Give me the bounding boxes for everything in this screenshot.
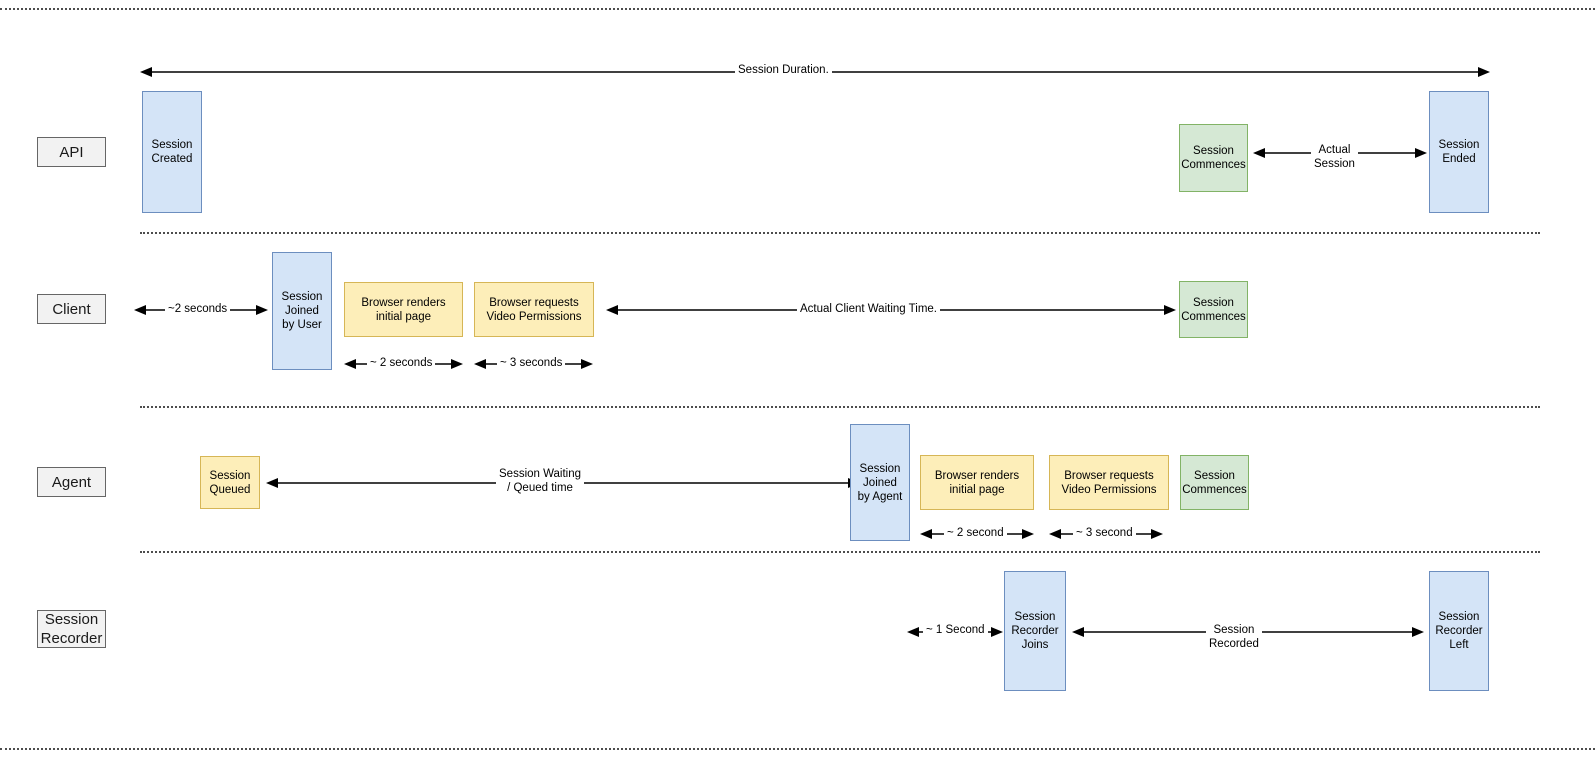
lane-label-client-text: Client — [52, 300, 91, 318]
dotted-separator-api — [140, 232, 1540, 234]
box-api-session-commences-line1: Session — [1193, 145, 1234, 157]
box-api-session-commences-line2: Commences — [1181, 159, 1246, 171]
box-agent-browser-permissions-line2: Video Permissions — [1061, 483, 1157, 496]
box-session-created: Session Created — [142, 91, 202, 213]
box-recorder-left-line1: Session — [1438, 611, 1480, 623]
box-agent-browser-renders-line1: Browser renders — [934, 469, 1020, 482]
box-client-browser-permissions-line2: Video Permissions — [486, 310, 582, 323]
box-recorder-joins-line1: Session — [1014, 611, 1056, 623]
box-client-browser-renders-line1: Browser renders — [361, 296, 446, 309]
session-recorded-label: Session Recorded — [1206, 624, 1262, 651]
agent-queue-label-line2: / Qeued time — [507, 481, 573, 494]
box-client-browser-renders: Browser renders initial page — [344, 282, 463, 337]
box-client-session-commences-line2: Commences — [1181, 310, 1246, 323]
box-agent-session-commences: Session Commences — [1180, 455, 1249, 510]
lane-label-session-recorder-line1: Session — [44, 611, 99, 628]
box-agent-session-joined-line2: Joined — [863, 476, 897, 489]
box-session-created-line2: Created — [151, 153, 193, 165]
actual-session-label-line1: Actual — [1318, 144, 1351, 156]
box-recorder-joins-line2: Recorder — [1011, 625, 1059, 637]
box-agent-session-joined: Session Joined by Agent — [850, 424, 910, 541]
box-client-session-commences: Session Commences — [1179, 281, 1248, 338]
client-renders-duration-label: ~ 2 seconds — [367, 357, 436, 371]
agent-queue-label: Session Waiting / Qeued time — [496, 468, 585, 495]
box-agent-session-commences-line1: Session — [1194, 469, 1235, 482]
actual-session-label: Actual Session — [1311, 144, 1358, 171]
box-api-session-commences: Session Commences — [1179, 124, 1248, 192]
box-recorder-left: Session Recorder Left — [1429, 571, 1489, 691]
lane-label-agent: Agent — [37, 467, 106, 497]
lane-label-session-recorder: Session Recorder — [37, 610, 106, 648]
agent-renders-duration-label: ~ 2 second — [944, 527, 1007, 541]
dotted-separator-client — [140, 406, 1540, 408]
box-agent-browser-renders: Browser renders initial page — [920, 455, 1034, 510]
client-waiting-label: Actual Client Waiting Time. — [797, 303, 940, 317]
client-permissions-duration-label: ~ 3 seconds — [497, 357, 566, 371]
box-client-session-joined-line1: Session — [281, 291, 323, 303]
box-client-browser-permissions: Browser requests Video Permissions — [474, 282, 594, 337]
lane-label-api-text: API — [59, 143, 84, 161]
box-client-session-joined-line3: by User — [282, 319, 322, 331]
box-agent-session-joined-line1: Session — [859, 462, 901, 475]
box-recorder-joins: Session Recorder Joins — [1004, 571, 1066, 691]
box-agent-session-commences-line2: Commences — [1182, 483, 1247, 496]
actual-session-label-line2: Session — [1314, 157, 1355, 170]
lane-label-session-recorder-line2: Recorder — [40, 630, 103, 647]
session-duration-label: Session Duration. — [735, 64, 832, 78]
box-session-queued: Session Queued — [200, 456, 260, 509]
box-client-browser-permissions-line1: Browser requests — [489, 296, 579, 309]
box-session-ended-line1: Session — [1438, 139, 1480, 151]
dotted-separator-bottom — [0, 748, 1595, 750]
lane-label-agent-text: Agent — [51, 473, 92, 491]
box-recorder-joins-line3: Joins — [1021, 639, 1049, 651]
lane-label-client: Client — [37, 294, 106, 324]
recorder-pre-join-label: ~ 1 Second — [923, 624, 988, 638]
box-agent-browser-permissions-line1: Browser requests — [1064, 469, 1154, 482]
box-agent-browser-permissions: Browser requests Video Permissions — [1049, 455, 1169, 510]
box-client-session-commences-line1: Session — [1193, 296, 1234, 309]
box-client-session-joined: Session Joined by User — [272, 252, 332, 370]
dotted-separator-agent — [140, 551, 1540, 553]
box-recorder-left-line3: Left — [1449, 639, 1469, 651]
box-recorder-left-line2: Recorder — [1435, 625, 1483, 637]
box-session-ended: Session Ended — [1429, 91, 1489, 213]
box-session-queued-line2: Queued — [209, 483, 251, 496]
box-session-created-line1: Session — [151, 139, 193, 151]
lane-label-api: API — [37, 137, 106, 167]
box-client-browser-renders-line2: initial page — [376, 310, 431, 323]
box-session-queued-line1: Session — [209, 469, 251, 482]
agent-queue-label-line1: Session Waiting — [499, 468, 582, 480]
box-client-session-joined-line2: Joined — [285, 305, 319, 317]
client-pre-join-label: ~2 seconds — [165, 303, 231, 317]
box-session-ended-line2: Ended — [1442, 153, 1476, 165]
session-recorded-label-line2: Recorded — [1209, 637, 1259, 650]
session-recorded-label-line1: Session — [1213, 624, 1255, 636]
box-agent-browser-renders-line2: initial page — [949, 483, 1005, 496]
agent-permissions-duration-label: ~ 3 second — [1073, 527, 1136, 541]
box-agent-session-joined-line3: by Agent — [857, 490, 903, 503]
dotted-separator-top — [0, 8, 1595, 10]
